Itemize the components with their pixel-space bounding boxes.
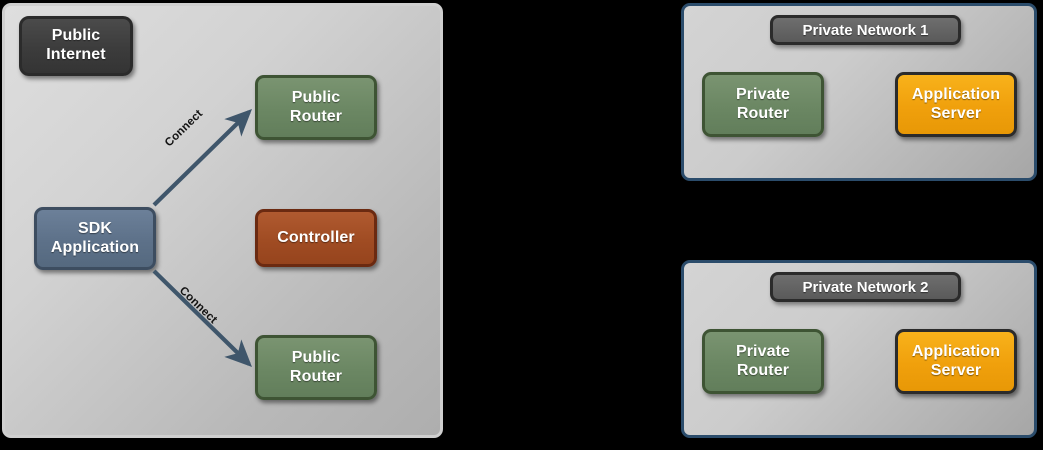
public-router-node-1[interactable]: Public Router (255, 75, 377, 140)
sdk-application-node[interactable]: SDK Application (34, 207, 156, 270)
private-network-1-title: Private Network 1 (770, 15, 961, 45)
application-server-node-2[interactable]: Application Server (895, 329, 1017, 394)
controller-node[interactable]: Controller (255, 209, 377, 267)
private-router-node-1[interactable]: Private Router (702, 72, 824, 137)
application-server-node-1[interactable]: Application Server (895, 72, 1017, 137)
public-internet-panel: Public Internet SDK Application Public R… (2, 3, 443, 438)
private-router-node-2[interactable]: Private Router (702, 329, 824, 394)
public-internet-label: Public Internet (19, 16, 133, 76)
private-network-2-panel: Private Network 2 Private Router Applica… (681, 260, 1037, 438)
private-network-2-title: Private Network 2 (770, 272, 961, 302)
connection-label-sdk-to-public-router-1: Connect (162, 107, 206, 150)
private-network-1-panel: Private Network 1 Private Router Applica… (681, 3, 1037, 181)
connection-line-sdk-to-public-router-1 (152, 109, 253, 207)
connection-label-sdk-to-public-router-2: Connect (176, 284, 220, 327)
public-router-node-2[interactable]: Public Router (255, 335, 377, 400)
